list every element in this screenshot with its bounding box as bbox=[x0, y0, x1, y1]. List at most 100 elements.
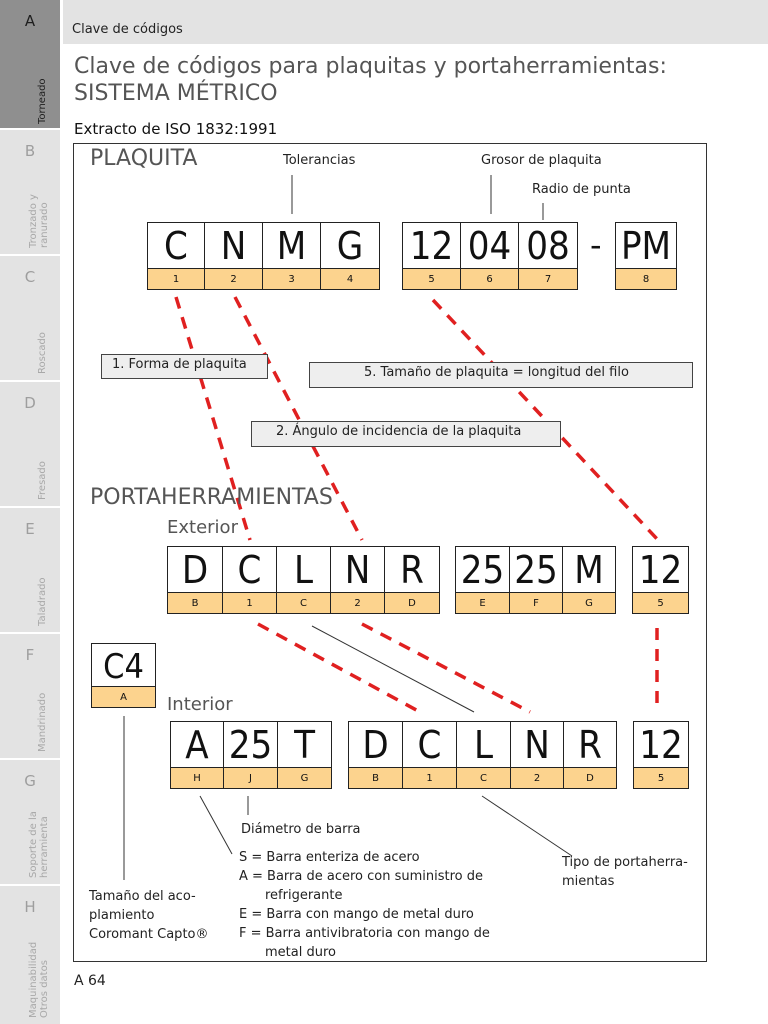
diametro-label: Diámetro de barra bbox=[241, 822, 361, 837]
tolerancias-label: Tolerancias bbox=[283, 153, 356, 168]
cell-code: 08 bbox=[526, 224, 570, 268]
exterior-cell-b: D B bbox=[167, 546, 223, 614]
sidebar-tab-d[interactable]: D Fresado bbox=[0, 382, 60, 508]
interior-cell-d: R D bbox=[563, 721, 617, 789]
exterior-cell-f: 25 F bbox=[509, 546, 563, 614]
plaquita-cell-5: 12 5 bbox=[402, 222, 461, 290]
plaquita-cell-7: 08 7 bbox=[518, 222, 578, 290]
cell-index: 6 bbox=[461, 268, 518, 289]
cell-code: D bbox=[362, 723, 389, 767]
cell-code: 12 bbox=[638, 548, 683, 592]
plaquita-cell-2: N 2 bbox=[204, 222, 263, 290]
h-leader bbox=[199, 795, 233, 855]
cell-index: E bbox=[456, 592, 509, 613]
sidebar-tab-h[interactable]: H Maquinabilidad Otros datos bbox=[0, 886, 60, 1024]
tipo-portaherramientas-label: Tipo de portaherra- mientas bbox=[562, 853, 707, 891]
tipo-leader bbox=[481, 795, 573, 857]
cell-index: 5 bbox=[633, 592, 688, 613]
sidebar-tab-e[interactable]: E Taladrado bbox=[0, 508, 60, 634]
cell-code: N bbox=[220, 224, 247, 268]
capto-cell: C4 A bbox=[91, 643, 156, 708]
angulo-dashed-line bbox=[233, 296, 364, 541]
cell-index: 4 bbox=[321, 268, 379, 289]
barra-types-list: S = Barra enteriza de acero A = Barra de… bbox=[239, 848, 539, 962]
cell-code: R bbox=[400, 548, 424, 592]
exterior-cell-2: N 2 bbox=[330, 546, 385, 614]
plaquita-cell-3: M 3 bbox=[262, 222, 321, 290]
barra-type-item: E = Barra con mango de metal duro bbox=[239, 907, 474, 922]
tab-letter: C bbox=[24, 268, 36, 286]
plaquita-cell-4: G 4 bbox=[320, 222, 380, 290]
tipo-line: Tipo de portaherra- bbox=[562, 855, 688, 870]
grosor-label: Grosor de plaquita bbox=[481, 153, 602, 168]
cell-code: C bbox=[164, 224, 188, 268]
cell-index: G bbox=[278, 767, 331, 788]
capto-line: Coromant Capto® bbox=[89, 927, 209, 942]
sidebar-tab-f[interactable]: F Mandrinado bbox=[0, 634, 60, 760]
cell-code: N bbox=[344, 548, 371, 592]
sidebar-tab-a[interactable]: A Torneado bbox=[0, 0, 60, 130]
sidebar-tab-g[interactable]: G Soporte de la herramienta bbox=[0, 760, 60, 886]
cell-index: J bbox=[224, 767, 277, 788]
page-subtitle: Extracto de ISO 1832:1991 bbox=[74, 120, 278, 138]
cell-index: 7 bbox=[519, 268, 577, 289]
tab-letter: E bbox=[25, 520, 35, 538]
cell-index: B bbox=[349, 767, 402, 788]
page-number: A 64 bbox=[74, 973, 106, 989]
cell-index: 2 bbox=[511, 767, 563, 788]
cell-code: N bbox=[524, 723, 550, 767]
cell-index: D bbox=[385, 592, 439, 613]
interior-cell-g: T G bbox=[277, 721, 332, 789]
sidebar-tab-b[interactable]: B Tronzado y ranurado bbox=[0, 130, 60, 256]
interior-cell-c: L C bbox=[456, 721, 511, 789]
plaquita-cell-6: 04 6 bbox=[460, 222, 519, 290]
cell-index: 2 bbox=[205, 268, 262, 289]
sidebar: A Torneado B Tronzado y ranurado C Rosca… bbox=[0, 0, 60, 1024]
exterior-cell-d: R D bbox=[384, 546, 440, 614]
cell-code: R bbox=[578, 723, 602, 767]
cell-index: 8 bbox=[616, 268, 676, 289]
cell-index: 2 bbox=[331, 592, 384, 613]
cell-code: L bbox=[293, 548, 314, 592]
cell-index: H bbox=[171, 767, 223, 788]
tab-letter: H bbox=[24, 898, 36, 916]
page-title: Clave de códigos para plaquitas y portah… bbox=[74, 54, 667, 79]
barra-type-item: S = Barra enteriza de acero bbox=[239, 850, 420, 865]
radio-label: Radio de punta bbox=[532, 182, 631, 197]
cell-index: G bbox=[563, 592, 615, 613]
cell-code: A bbox=[185, 723, 209, 767]
plaquita-heading: PLAQUITA bbox=[90, 146, 198, 171]
cell-code: 12 bbox=[639, 723, 683, 767]
plaquita-cell-1: C 1 bbox=[147, 222, 205, 290]
angulo-interior-dashed-line bbox=[361, 622, 531, 714]
cell-code: C4 bbox=[103, 647, 144, 687]
cell-code: M bbox=[574, 548, 604, 592]
cell-index: A bbox=[92, 686, 155, 707]
tab-letter: A bbox=[24, 12, 36, 30]
header-title: Clave de códigos bbox=[72, 22, 183, 37]
forma-box: 1. Forma de plaquita bbox=[101, 354, 268, 379]
barra-type-item: A = Barra de acero con suministro de bbox=[239, 869, 484, 884]
cell-code: L bbox=[473, 723, 494, 767]
cell-index: 5 bbox=[634, 767, 688, 788]
forma-interior-dashed-line bbox=[257, 622, 421, 714]
angulo-box: 2. Ángulo de incidencia de la plaquita bbox=[251, 421, 561, 447]
tab-letter: G bbox=[24, 772, 36, 790]
header-bar: Clave de códigos bbox=[63, 0, 768, 44]
separator-dash: - bbox=[590, 226, 602, 264]
capto-line: plamiento bbox=[89, 908, 155, 923]
cell-index: 1 bbox=[403, 767, 456, 788]
barra-type-item: refrigerante bbox=[265, 888, 343, 903]
tab-letter: B bbox=[24, 142, 36, 160]
cell-code: 25 bbox=[228, 723, 273, 767]
diagram-frame bbox=[73, 143, 707, 962]
cell-index: 5 bbox=[403, 268, 460, 289]
cell-code: M bbox=[276, 224, 307, 268]
cell-code: 12 bbox=[409, 224, 454, 268]
cell-code: G bbox=[336, 224, 364, 268]
interior-cell-h: A H bbox=[170, 721, 224, 789]
sidebar-tab-c[interactable]: C Roscado bbox=[0, 256, 60, 382]
cell-index: B bbox=[168, 592, 222, 613]
cell-code: C bbox=[417, 723, 442, 767]
